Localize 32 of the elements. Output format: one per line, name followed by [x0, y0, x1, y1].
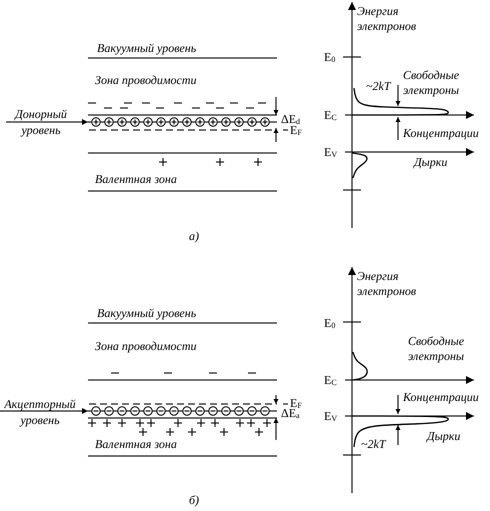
- axis-label: E$_{V}$: [324, 409, 338, 425]
- curve-label: Дырки: [414, 155, 448, 170]
- level-label: E$_{C}$: [324, 108, 337, 124]
- panel-label: б): [189, 493, 200, 508]
- level-label: ~2kT: [361, 437, 386, 452]
- axis-label: Энергия электронов: [357, 269, 418, 299]
- band-label: Валентная зона: [95, 437, 177, 452]
- acceptor-level-drawing: [88, 406, 278, 416]
- level-name-label: Донорный уровень: [6, 106, 76, 138]
- level-label: Вакуумный уровень: [97, 306, 196, 321]
- dimension-label: E$_{C}$: [324, 373, 337, 389]
- axis-label: Энергия электронов: [357, 4, 418, 34]
- dimension-label: ~2kT: [366, 79, 390, 94]
- level-label: E$_{0}$: [324, 50, 336, 66]
- curve-label: Свободные электроны: [403, 68, 460, 98]
- arrow: [6, 119, 88, 125]
- axis-label: Концентрации: [403, 126, 479, 141]
- dimension-label: Концентрации: [403, 390, 479, 405]
- arrow: [0, 408, 88, 414]
- band-label: Зона проводимости: [95, 73, 197, 88]
- level-label: E$_{0}$: [324, 316, 336, 332]
- dimension-label: ΔE$_{d}$: [281, 112, 300, 126]
- donor-level-drawing: [88, 117, 278, 127]
- panel-label: а): [189, 229, 199, 244]
- band-label: Зона проводимости: [95, 339, 197, 354]
- level-label: Вакуумный уровень: [97, 41, 196, 56]
- curve-label: Свободные электроны: [408, 334, 466, 364]
- level-label: E$_{F}$: [290, 123, 302, 139]
- level-label: E$_{V}$: [324, 145, 338, 161]
- level-name-label: Акцепторный уровень: [0, 396, 80, 428]
- curve-label: Дырки: [427, 429, 460, 444]
- band-label: Валентная зона: [95, 172, 177, 187]
